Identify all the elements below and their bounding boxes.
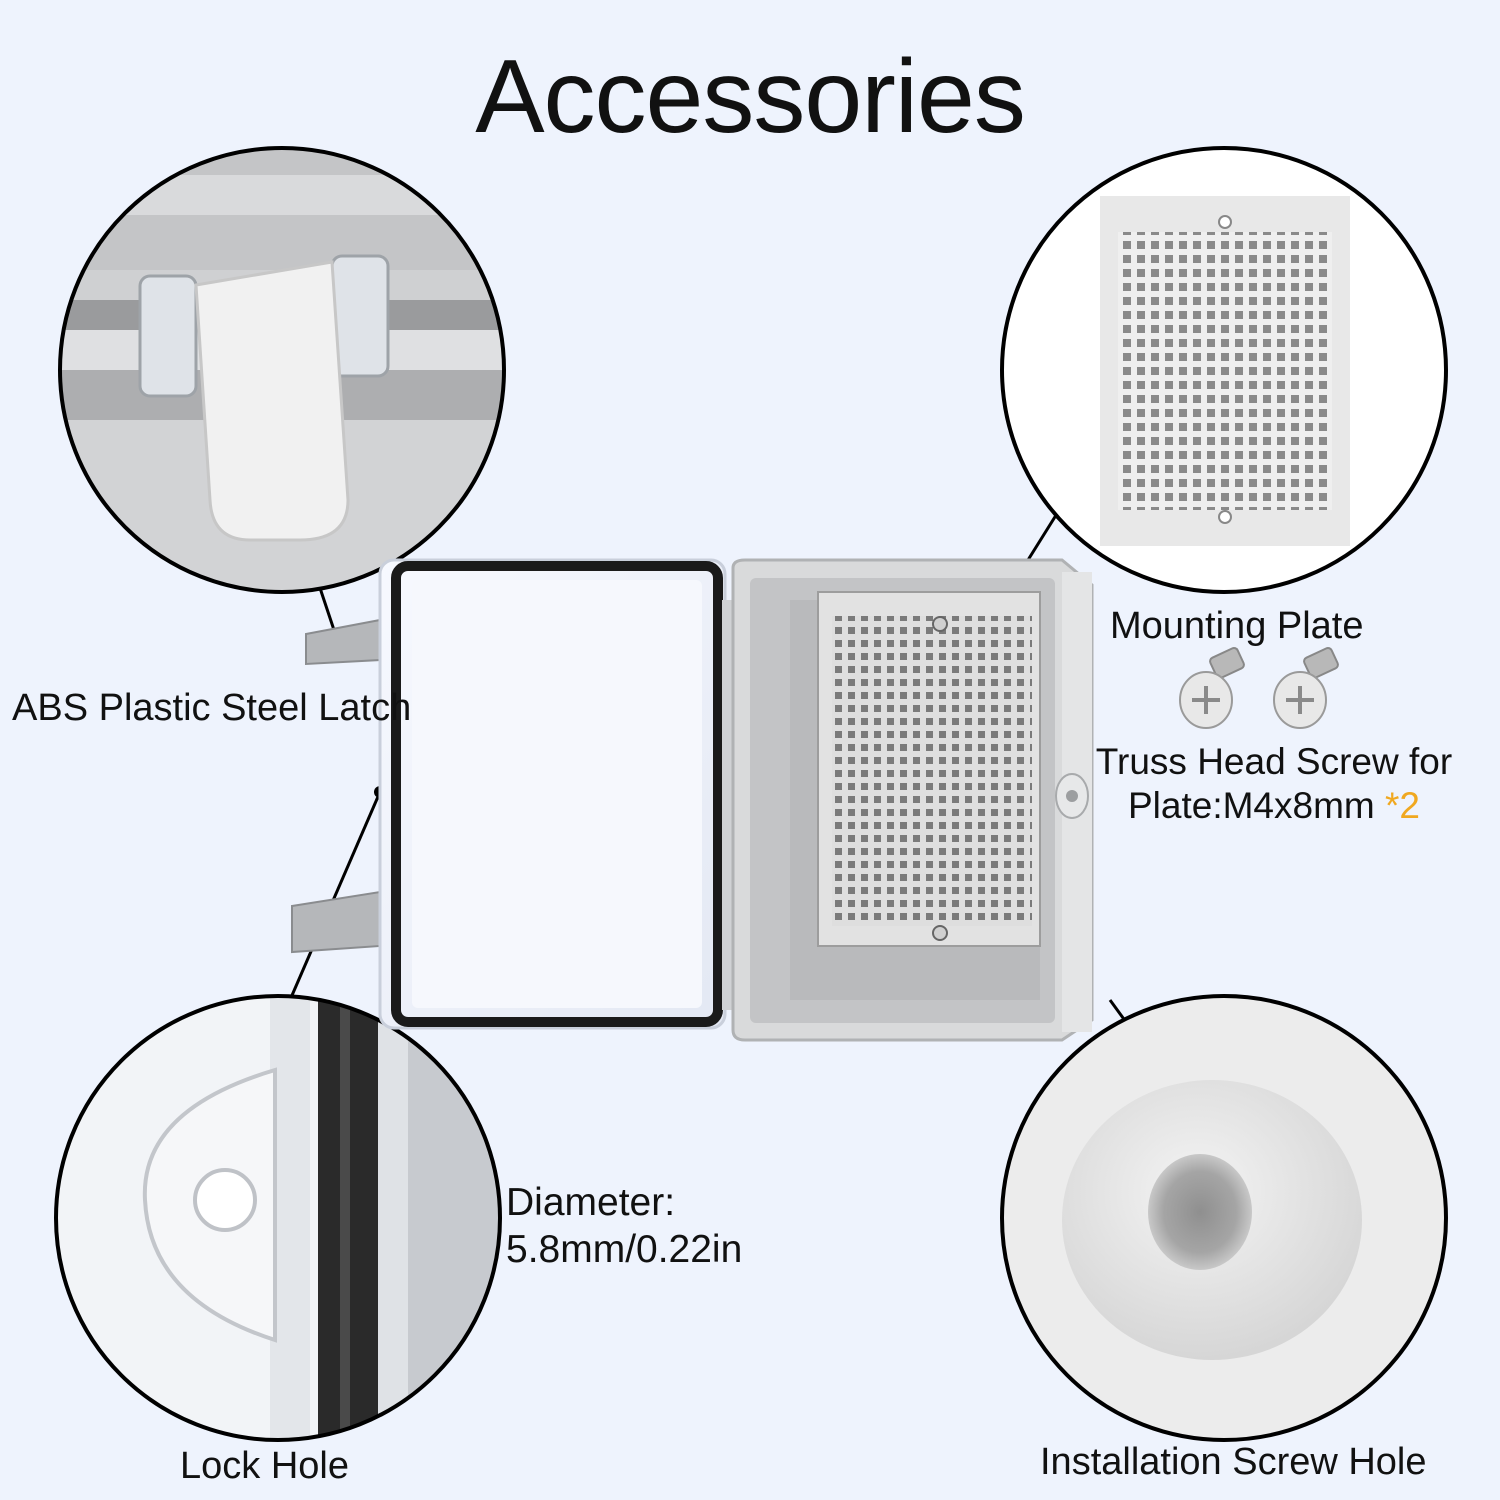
- mounting-plate-closeup: [1000, 146, 1448, 594]
- lock-hole-closeup: [54, 994, 502, 1442]
- latch-closeup: [58, 146, 506, 594]
- screw-spec: Plate:M4x8mm: [1128, 785, 1375, 827]
- diameter-label: Diameter: 5.8mm/0.22in: [506, 1180, 742, 1274]
- latch-label: ABS Plastic Steel Latch: [12, 687, 412, 729]
- lock-hole-label: Lock Hole: [180, 1445, 349, 1487]
- mounting-plate-label: Mounting Plate: [1110, 605, 1364, 647]
- lock-hole-leader-line: [288, 791, 382, 1001]
- screw-icon: [1273, 647, 1339, 729]
- diameter-value: 5.8mm/0.22in: [506, 1227, 743, 1271]
- enclosure-product: [291, 558, 1094, 1042]
- screw-label-line1: Truss Head Screw for: [1095, 741, 1453, 782]
- screw-hole-closeup: [1000, 994, 1448, 1442]
- screw-icon: [1179, 647, 1245, 729]
- page-title: Accessories: [475, 39, 1026, 155]
- screw-label: Truss Head Screw for Plate:M4x8mm *2: [1088, 740, 1460, 829]
- screw-quantity: *2: [1385, 785, 1420, 827]
- diameter-label-line1: Diameter:: [506, 1181, 676, 1224]
- screw-label-line2: Plate:M4x8mm *2: [1088, 784, 1460, 828]
- installation-hole-label: Installation Screw Hole: [1040, 1441, 1427, 1483]
